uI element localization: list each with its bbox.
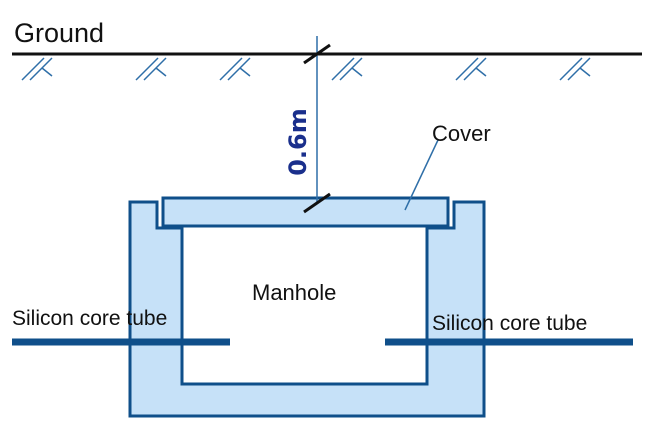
manhole-label: Manhole: [252, 280, 336, 305]
cover-label: Cover: [432, 121, 491, 146]
manhole-wall: [128, 200, 486, 418]
ground-label: Ground: [14, 18, 104, 48]
cover-leader-line: [404, 139, 439, 211]
depth-dimension: 0.6m: [284, 36, 331, 214]
dimension-tick-top: [303, 43, 331, 65]
ground-surface: Ground: [12, 18, 642, 81]
silicon-core-tube-right-label: Silicon core tube: [432, 312, 587, 335]
dimension-tick-bottom: [303, 192, 331, 214]
cover-callout: Cover: [404, 121, 491, 211]
ground-hatching: [21, 57, 591, 81]
depth-label: 0.6m: [284, 108, 312, 176]
silicon-core-tube-left-label: Silicon core tube: [12, 307, 167, 330]
